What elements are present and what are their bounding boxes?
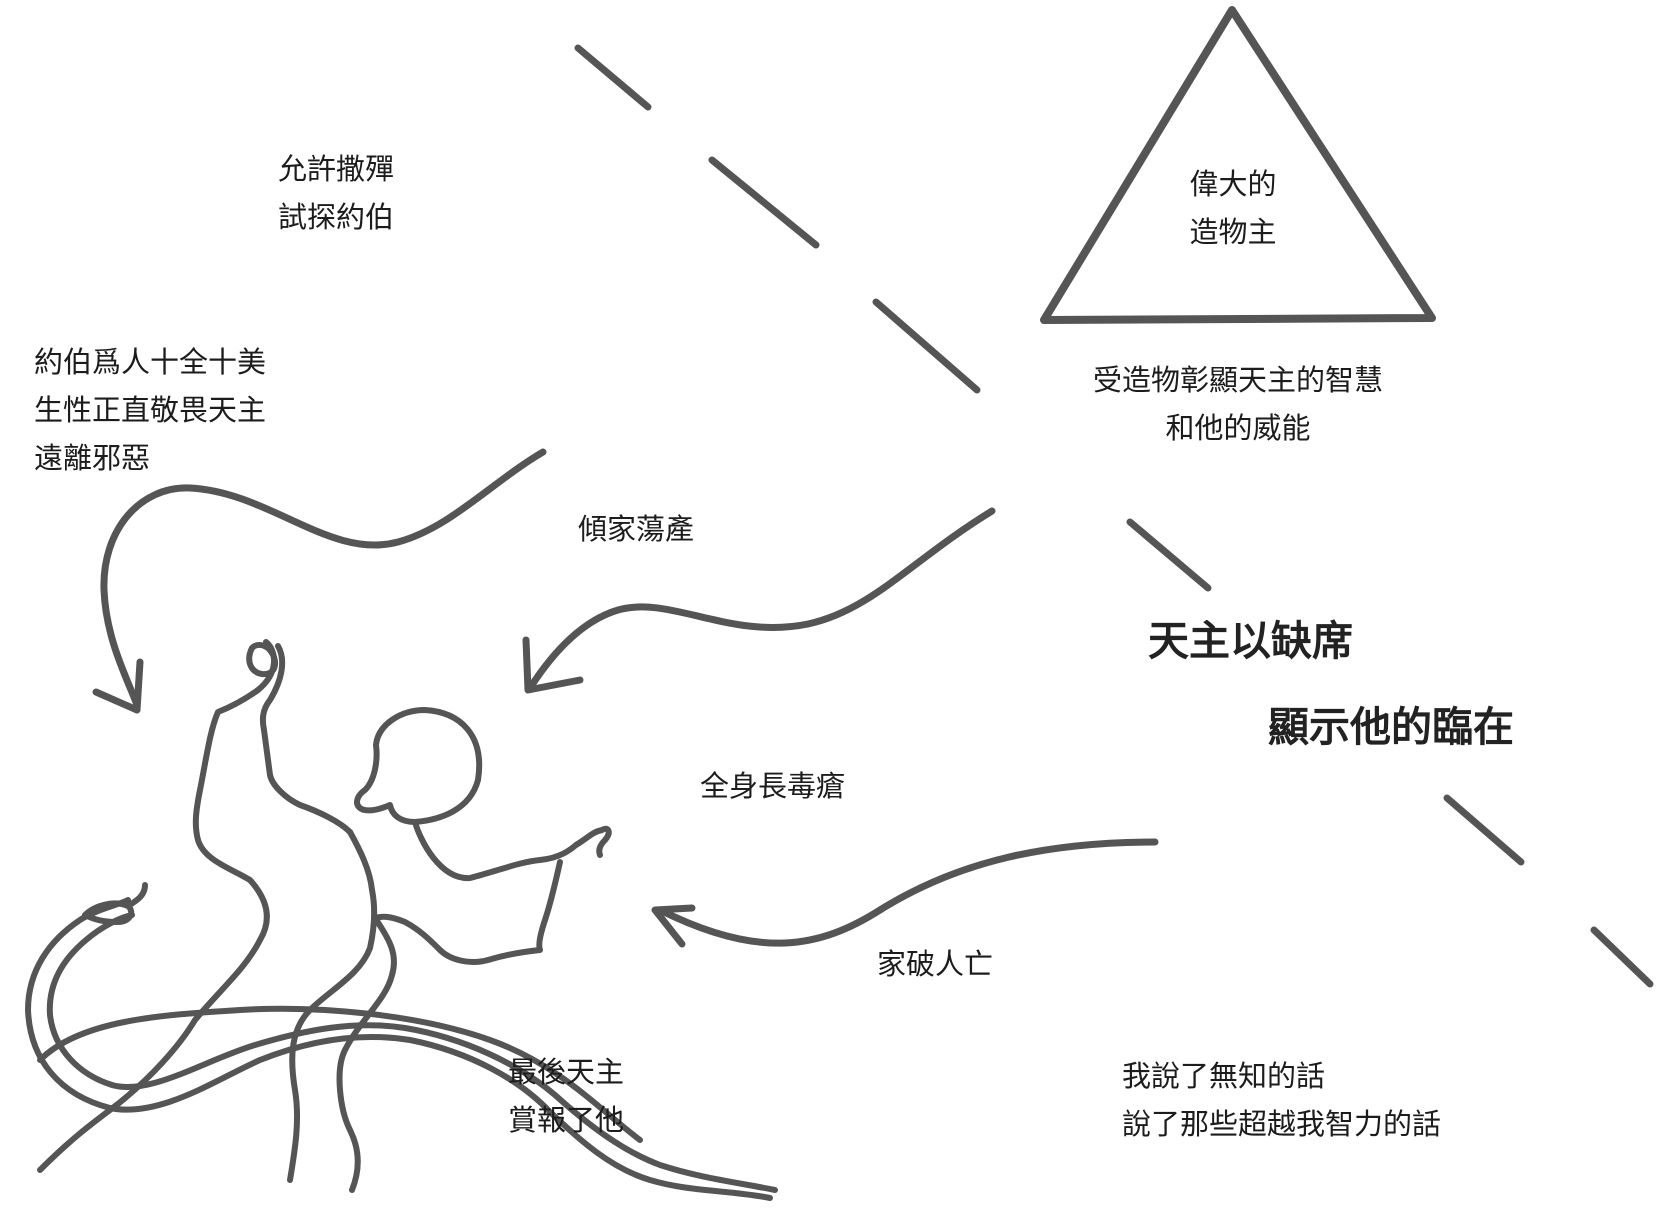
label-creatures-show: 受造物彰顯天主的智慧 和他的威能 bbox=[1068, 356, 1408, 452]
label-confession-line1: 我說了無知的話 bbox=[1122, 1059, 1326, 1093]
label-family-ruined: 家破人亡 bbox=[877, 947, 994, 981]
label-creator: 偉大的 造物主 bbox=[1178, 160, 1288, 256]
label-reward: 最後天主 賞報了他 bbox=[508, 1048, 624, 1144]
label-permit-satan-line1: 允許撒殫 bbox=[278, 152, 395, 186]
label-confession: 我說了無知的話 說了那些超越我智力的話 bbox=[1122, 1052, 1441, 1148]
label-confession-line2: 說了那些超越我智力的話 bbox=[1122, 1107, 1442, 1141]
label-reward-line1: 最後天主 bbox=[508, 1055, 625, 1089]
serpent-icon bbox=[25, 882, 778, 1201]
label-job-perfect: 約伯爲人十全十美 生性正直敬畏天主 遠離邪惡 bbox=[34, 338, 266, 482]
arrow-lost-property bbox=[522, 507, 996, 694]
arrow-perfect-to-job bbox=[92, 448, 547, 714]
label-absence-line2: 顯示他的臨在 bbox=[1268, 703, 1514, 751]
label-sores: 全身長毒瘡 bbox=[700, 769, 846, 803]
dashed-line bbox=[574, 44, 1654, 988]
label-permit-satan-line2: 試探約伯 bbox=[278, 200, 395, 234]
label-lost-property: 傾家蕩產 bbox=[578, 512, 695, 546]
label-job-perfect-line2: 生性正直敬畏天主 bbox=[34, 393, 267, 427]
label-reward-line2: 賞報了他 bbox=[508, 1103, 625, 1137]
label-creator-line2: 造物主 bbox=[1189, 215, 1277, 249]
arrow-family-ruined bbox=[651, 838, 1159, 948]
triangle-icon bbox=[1040, 6, 1436, 324]
label-permit-satan: 允許撒殫 試探約伯 bbox=[278, 145, 394, 241]
label-job-perfect-line1: 約伯爲人十全十美 bbox=[34, 345, 267, 379]
label-creatures-show-line1: 受造物彰顯天主的智慧 bbox=[1092, 363, 1383, 397]
job-figure-icon bbox=[37, 639, 612, 1193]
label-creator-line1: 偉大的 bbox=[1189, 167, 1277, 201]
label-absence-line1: 天主以缺席 bbox=[1148, 617, 1353, 665]
label-job-perfect-line3: 遠離邪惡 bbox=[34, 441, 151, 475]
label-creatures-show-line2: 和他的威能 bbox=[1165, 411, 1311, 445]
